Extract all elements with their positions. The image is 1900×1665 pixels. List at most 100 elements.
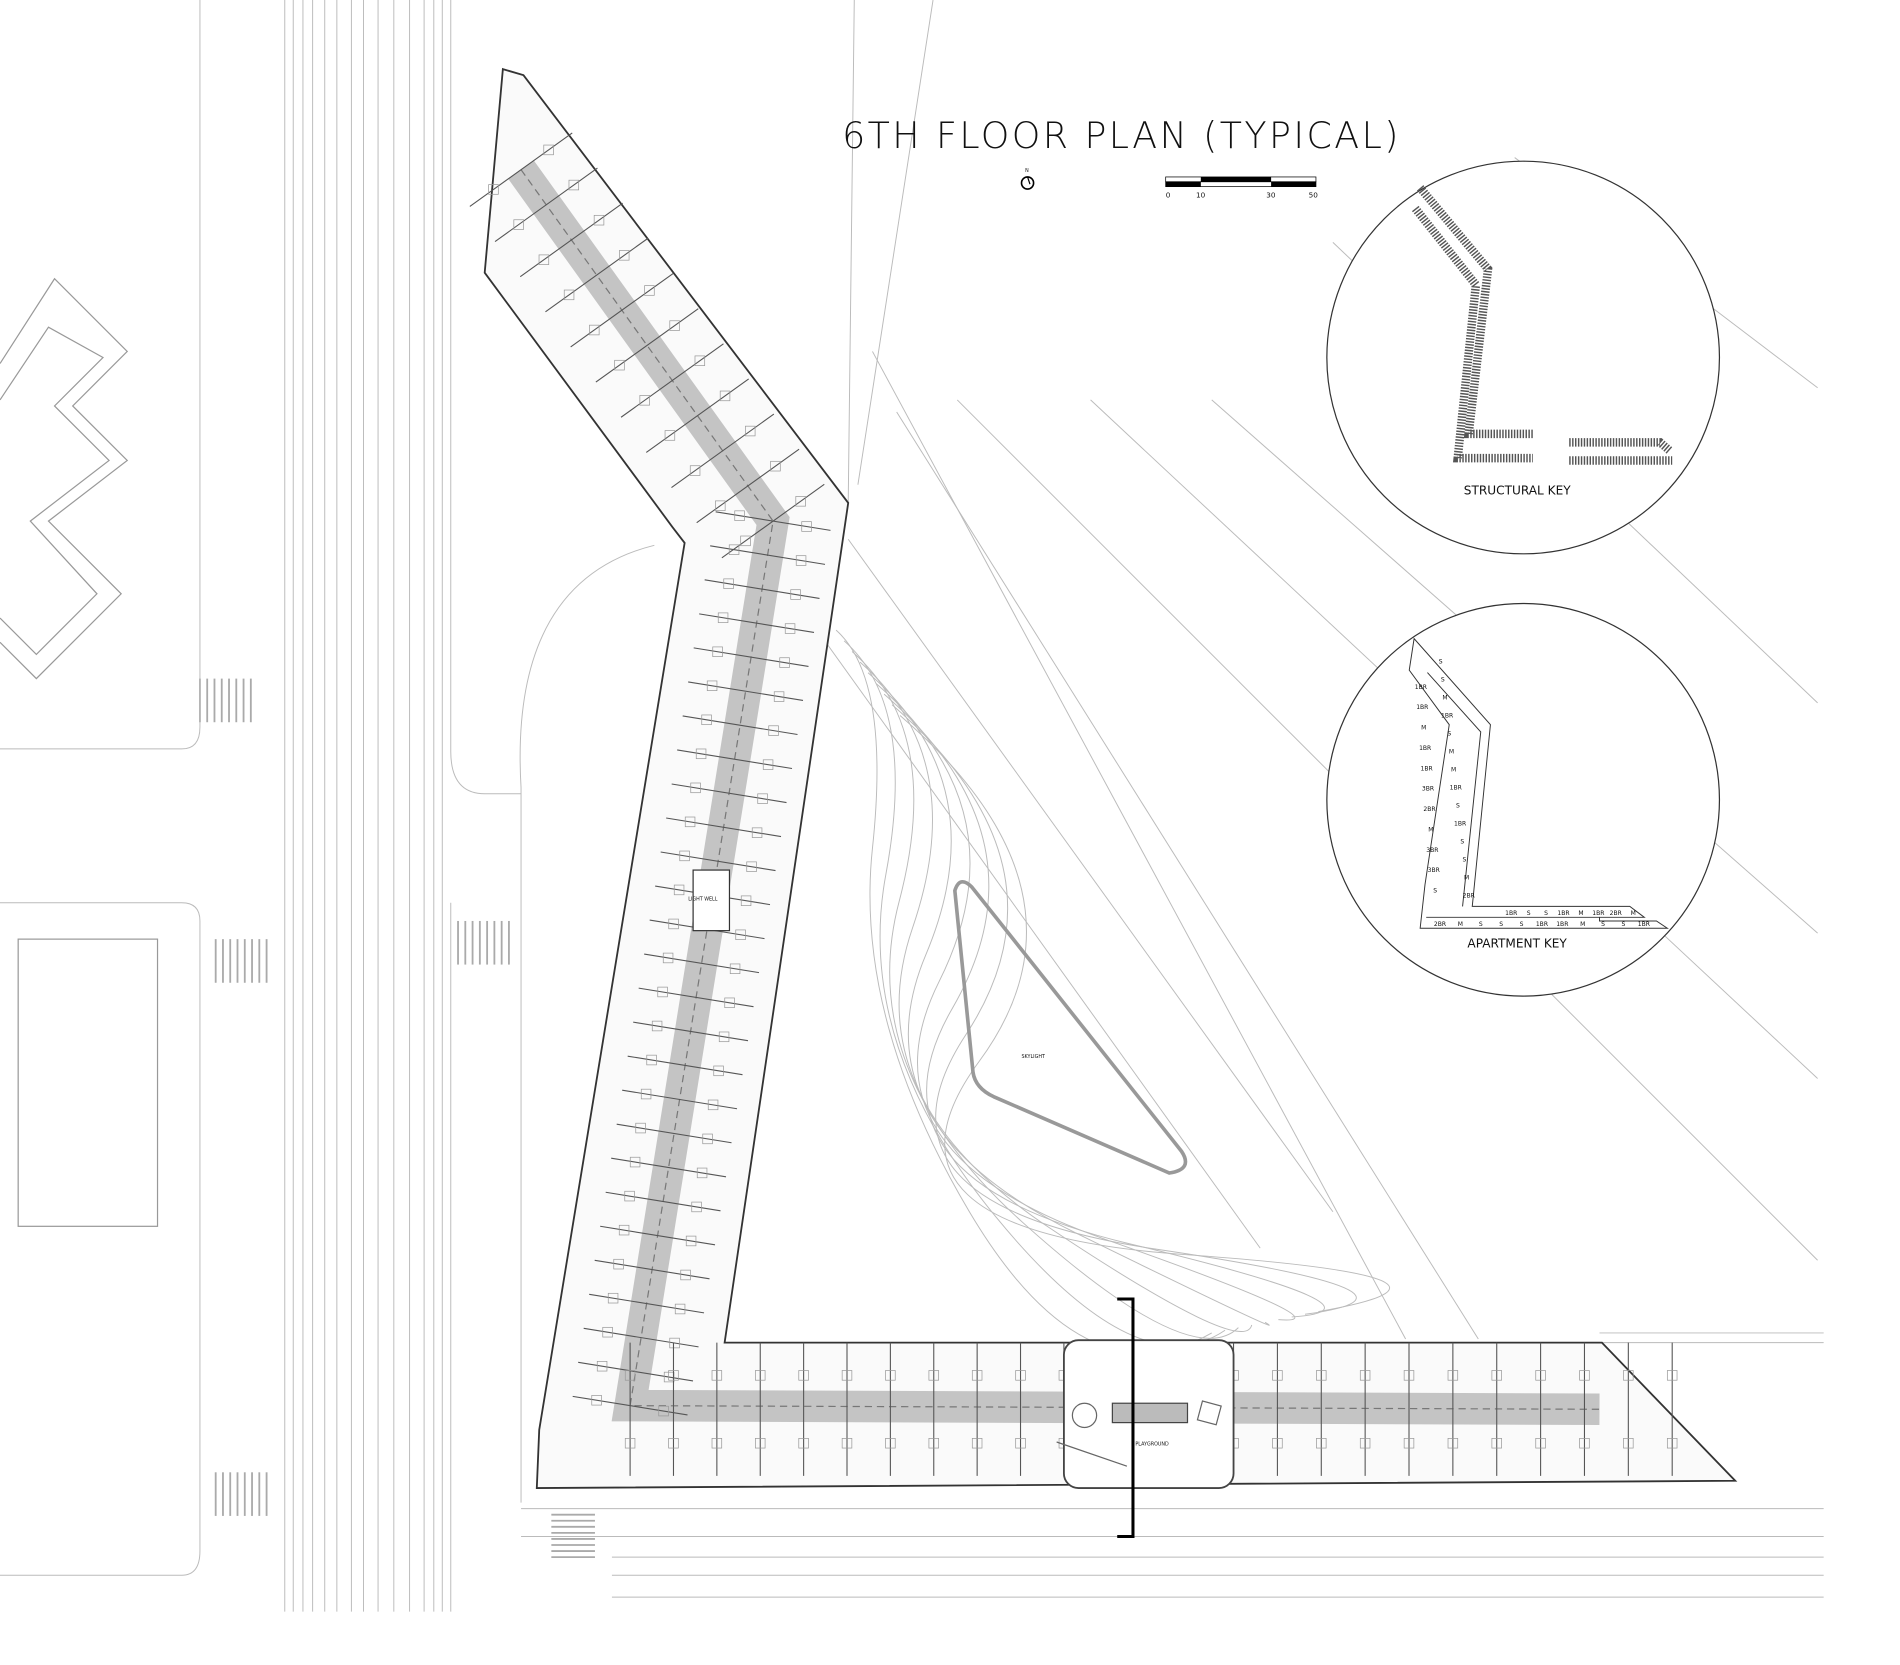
left-building-zigzag bbox=[0, 277, 129, 680]
furniture bbox=[488, 184, 499, 195]
furniture bbox=[795, 496, 806, 507]
apartment-unit-label: 1BR bbox=[1419, 745, 1432, 752]
furniture bbox=[729, 963, 741, 974]
contours bbox=[519, 544, 1390, 1503]
contour-line bbox=[851, 651, 1239, 1339]
apartment-unit-label: M bbox=[1428, 826, 1433, 833]
highway-line bbox=[872, 351, 1407, 1340]
furniture bbox=[757, 793, 768, 804]
furniture bbox=[841, 1438, 853, 1449]
furniture bbox=[614, 359, 625, 371]
furniture bbox=[646, 1054, 657, 1066]
unit-wall bbox=[645, 378, 749, 453]
unit-partitions bbox=[469, 132, 1678, 1476]
furniture bbox=[1015, 1438, 1026, 1449]
apartment-unit-label: S bbox=[1622, 921, 1626, 928]
apartment-unit-label: 3BR bbox=[1426, 847, 1439, 854]
furniture bbox=[674, 1303, 686, 1315]
furniture bbox=[1403, 1438, 1415, 1449]
furniture bbox=[723, 578, 734, 589]
furniture bbox=[718, 1031, 730, 1043]
furniture bbox=[790, 589, 801, 600]
apartment-unit-label: 1BR bbox=[1450, 784, 1463, 791]
carousel-icon bbox=[1071, 1402, 1098, 1429]
furniture bbox=[719, 390, 731, 402]
unit-wall bbox=[595, 308, 699, 383]
furniture bbox=[770, 460, 781, 472]
apartment-unit-label: 1BR bbox=[1536, 921, 1549, 928]
furniture bbox=[885, 1438, 896, 1449]
furniture bbox=[702, 1133, 713, 1145]
furniture bbox=[669, 320, 680, 331]
furniture bbox=[1491, 1438, 1502, 1449]
furniture bbox=[635, 1122, 646, 1134]
furniture bbox=[768, 725, 779, 736]
furniture bbox=[711, 1370, 723, 1381]
furniture bbox=[1272, 1438, 1283, 1449]
furniture bbox=[1272, 1370, 1283, 1381]
furniture bbox=[1623, 1370, 1634, 1381]
apartment-unit-label: S bbox=[1544, 910, 1548, 917]
apartment-unit-label: M bbox=[1578, 910, 1583, 917]
furniture bbox=[712, 646, 723, 657]
furniture bbox=[971, 1370, 983, 1381]
furniture bbox=[696, 1167, 708, 1179]
furniture bbox=[1359, 1438, 1371, 1449]
furniture bbox=[593, 214, 605, 226]
furniture bbox=[596, 1361, 608, 1372]
apartment-unit-label: 3BR bbox=[1428, 867, 1441, 874]
furniture bbox=[668, 1370, 679, 1381]
furniture bbox=[971, 1438, 983, 1449]
light-well bbox=[692, 869, 731, 932]
furniture bbox=[1447, 1438, 1459, 1449]
furniture bbox=[798, 1438, 809, 1449]
furniture bbox=[724, 997, 735, 1009]
furniture bbox=[746, 861, 757, 872]
apartment-unit-label: M bbox=[1631, 910, 1636, 917]
furniture bbox=[1535, 1438, 1546, 1449]
furniture bbox=[1579, 1370, 1590, 1381]
apartment-unit-label: S bbox=[1479, 921, 1483, 928]
furniture bbox=[684, 816, 696, 828]
apartment-unit-label: M bbox=[1451, 766, 1456, 773]
furniture bbox=[629, 1156, 641, 1168]
main-road bbox=[284, 0, 443, 1612]
apartment-unit-label: 2BR bbox=[1463, 892, 1476, 899]
skylight-outline bbox=[953, 880, 1188, 1175]
apartment-unit-label: 3BR bbox=[1422, 786, 1435, 793]
apartment-key-label: APARTMENT KEY bbox=[1467, 937, 1567, 951]
contour-line bbox=[883, 693, 1325, 1318]
scale-label: 10 bbox=[1196, 191, 1206, 200]
furniture bbox=[624, 1190, 635, 1202]
apartment-unit-label: S bbox=[1460, 838, 1464, 845]
furniture bbox=[657, 986, 668, 998]
furniture bbox=[1316, 1438, 1327, 1449]
scale-label: 50 bbox=[1309, 191, 1319, 200]
structural-key-label: STRUCTURAL KEY bbox=[1464, 483, 1571, 497]
scale-bar: 0 10 30 50 bbox=[1165, 176, 1319, 200]
apartment-unit-label: M bbox=[1458, 921, 1463, 928]
apartment-unit-label: M bbox=[1449, 748, 1454, 755]
apartment-key: 1BR1BRM1BR1BR3BR2BRM3BR3BRSSSM1BRSMM1BRS… bbox=[1326, 602, 1721, 997]
apartment-unit-label: 1BR bbox=[1557, 910, 1570, 917]
apartment-unit-label: M bbox=[1421, 725, 1426, 732]
page-title: 6TH FLOOR PLAN (TYPICAL) bbox=[842, 114, 1401, 157]
furniture bbox=[1623, 1438, 1634, 1449]
furniture bbox=[543, 144, 554, 156]
furniture bbox=[762, 759, 774, 770]
highway-line bbox=[847, 538, 1334, 1213]
furniture bbox=[513, 219, 524, 230]
contour-line bbox=[891, 704, 1357, 1315]
highway-line bbox=[799, 605, 1261, 1249]
building bbox=[469, 67, 1738, 1489]
furniture bbox=[568, 179, 580, 191]
furniture bbox=[679, 850, 690, 862]
apartment-unit-label: S bbox=[1447, 730, 1451, 737]
furniture bbox=[713, 1065, 724, 1077]
furniture bbox=[602, 1326, 613, 1338]
unit-wall bbox=[620, 343, 724, 418]
apartment-unit-label: S bbox=[1463, 856, 1467, 863]
furniture bbox=[1015, 1370, 1026, 1381]
apartment-unit-label: M bbox=[1464, 874, 1469, 881]
